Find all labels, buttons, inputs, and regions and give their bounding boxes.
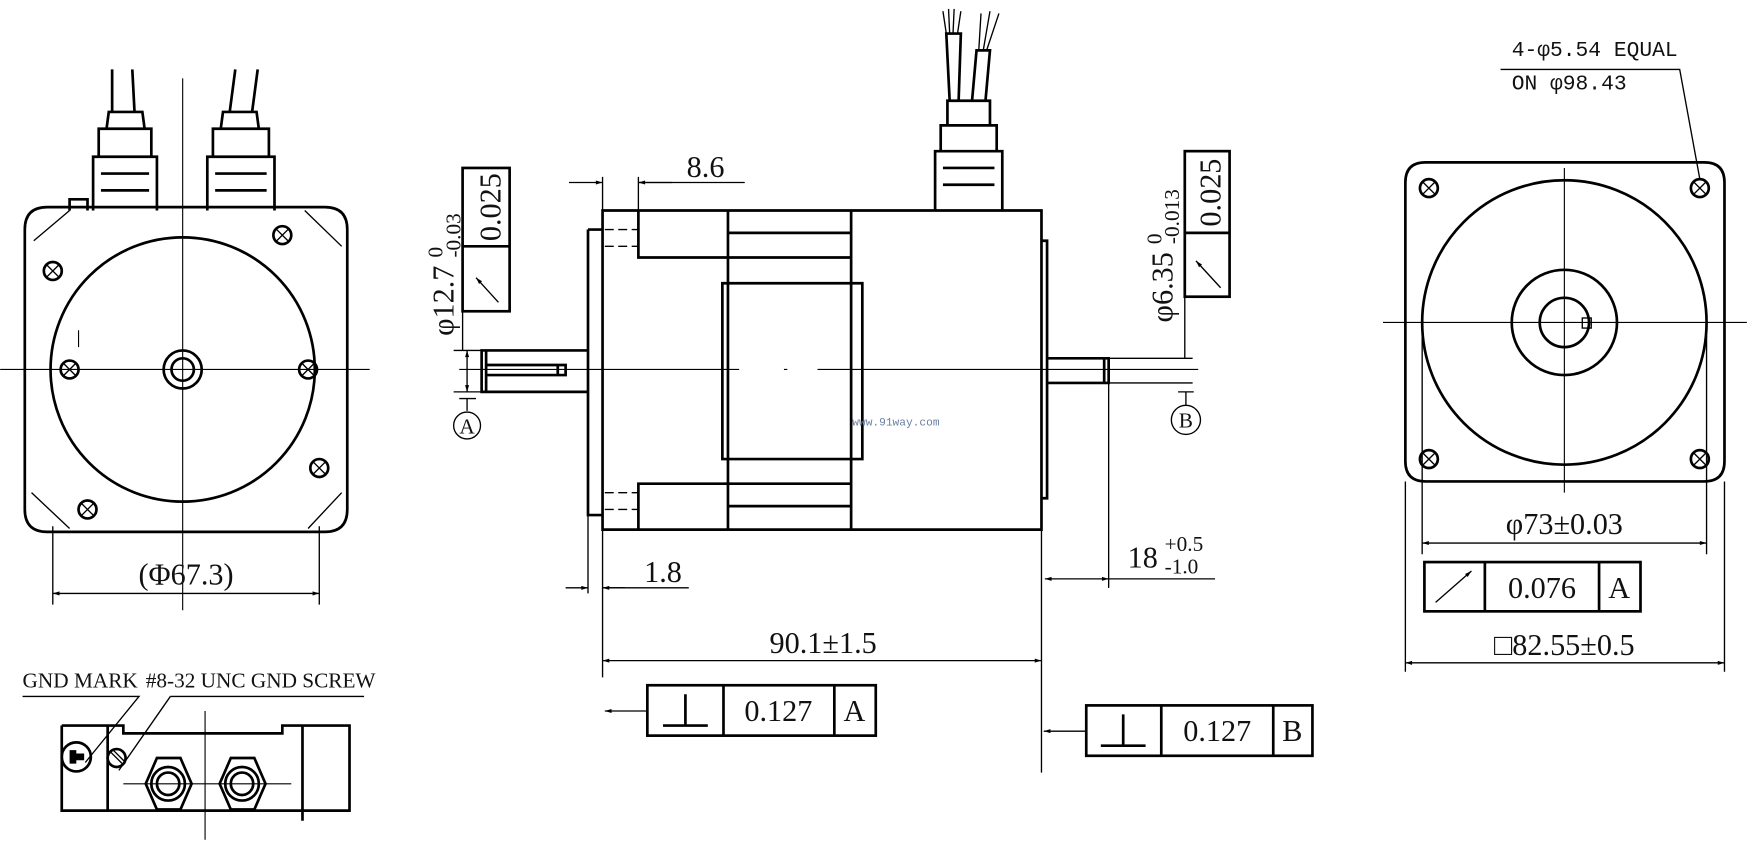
holes-label-line1: 4-φ5.54 EQUAL — [1512, 39, 1678, 63]
flange-thickness-dim: 1.8 — [644, 555, 682, 589]
front-shaft-diameter: φ12.7 — [427, 266, 461, 336]
runout-arrow-icon — [1435, 570, 1472, 603]
rear-shaft-tol-upper: +0.5 — [1165, 532, 1204, 556]
holes-label-line2: ON φ98.43 — [1512, 73, 1627, 97]
perp-b-datum: B — [1282, 714, 1302, 748]
perp-a-value: 0.127 — [744, 694, 812, 728]
front-runout-value: 0.025 — [474, 173, 508, 241]
watermark: www.91way.com — [852, 417, 940, 429]
gnd-detail-view: GND MARK #8-32 UNC GND SCREW — [23, 668, 377, 840]
ground-mark-icon — [60, 741, 93, 773]
mounting-hole-icon — [1418, 177, 1440, 199]
perp-a-datum: A — [844, 694, 866, 728]
side-view: 8.6 1.8 90.1±1.5 18 +0.5 -1.0 0.025 φ12.… — [423, 8, 1314, 773]
screw-icon — [77, 499, 98, 520]
rear-runout-value: 0.025 — [1194, 159, 1228, 227]
screw-icon — [42, 260, 64, 282]
runout-value: 0.076 — [1508, 571, 1576, 605]
screw-icon — [308, 457, 330, 479]
left-diameter-label: (Φ67.3) — [138, 557, 233, 591]
flange-step-dim: 8.6 — [687, 150, 725, 184]
pilot-diameter-dim: φ73±0.03 — [1506, 507, 1623, 541]
datum-a-label: A — [459, 414, 475, 438]
front-shaft-tol-lower: -0.03 — [441, 213, 465, 257]
screw-icon — [272, 224, 293, 246]
length-dim: 90.1±1.5 — [770, 626, 877, 660]
datum-a-symbol — [452, 411, 482, 440]
gnd-mark-label: GND MARK — [23, 668, 139, 692]
right-end-view: 4-φ5.54 EQUAL ON φ98.43 φ73±0.03 0.076 A… — [1382, 39, 1747, 672]
perpendicularity-icon — [663, 694, 708, 727]
runout-datum: A — [1608, 571, 1630, 605]
front-shaft-tol-upper: 0 — [423, 247, 447, 258]
square-size-dim: □82.55±0.5 — [1494, 628, 1635, 662]
rear-shaft-tol-lower: -0.013 — [1160, 189, 1184, 244]
mounting-hole-icon — [1689, 177, 1711, 199]
gnd-screw-label: #8-32 UNC GND SCREW — [146, 668, 377, 692]
datum-b-label: B — [1179, 409, 1193, 433]
perp-b-value: 0.127 — [1183, 714, 1251, 748]
datum-b-symbol — [1170, 404, 1202, 436]
runout-arrow-icon — [1195, 260, 1222, 289]
rear-shaft-dim: 18 — [1128, 541, 1158, 575]
rear-shaft-diameter: φ6.35 — [1145, 252, 1179, 322]
perpendicularity-icon — [1100, 714, 1146, 748]
rear-shaft-tol-upper: 0 — [1142, 233, 1166, 244]
cable-gland-icon — [933, 8, 1004, 211]
left-end-view: (Φ67.3) — [0, 69, 370, 611]
cable-gland-icon — [68, 69, 276, 211]
runout-arrow-icon — [475, 277, 499, 303]
gnd-screw-icon — [106, 747, 127, 769]
rear-shaft-tol-lower: -1.0 — [1165, 554, 1199, 578]
